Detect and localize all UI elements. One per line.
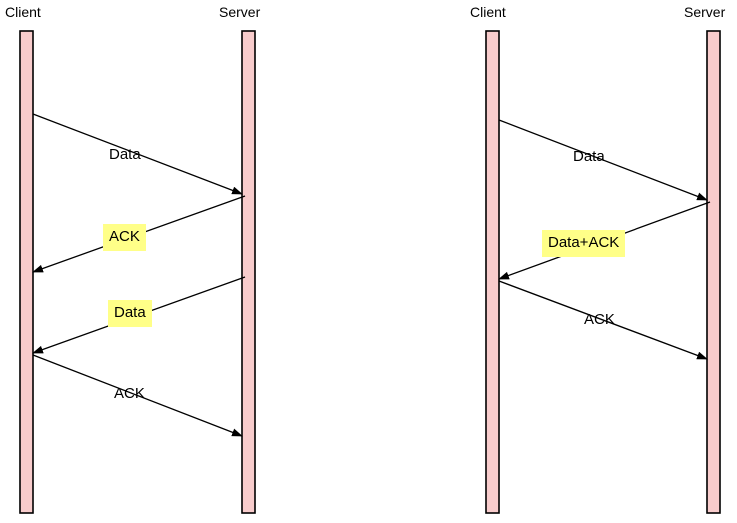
actor-label-client: Client <box>5 4 41 20</box>
lifeline-server <box>706 30 721 514</box>
lifelines-group <box>19 30 721 514</box>
message-label-data-0: Data <box>573 148 605 165</box>
actor-label-client: Client <box>470 4 506 20</box>
lifeline-client <box>19 30 34 514</box>
lifeline-client <box>485 30 500 514</box>
message-label-ack-2: ACK <box>584 311 615 328</box>
message-label-data-2: Data <box>108 300 152 327</box>
message-label-data-ack-1: Data+ACK <box>542 230 626 257</box>
actor-label-server: Server <box>684 4 726 20</box>
message-arrow-data-0 <box>32 113 243 195</box>
message-label-ack-3: ACK <box>114 385 145 402</box>
message-arrow-ack-2 <box>498 280 708 360</box>
actor-label-server: Server <box>219 4 261 20</box>
lifeline-server <box>241 30 256 514</box>
message-arrow-data-0 <box>498 119 708 201</box>
message-label-data-0: Data <box>109 146 141 163</box>
message-arrow-ack-3 <box>32 354 243 437</box>
message-label-ack-1: ACK <box>103 224 146 251</box>
